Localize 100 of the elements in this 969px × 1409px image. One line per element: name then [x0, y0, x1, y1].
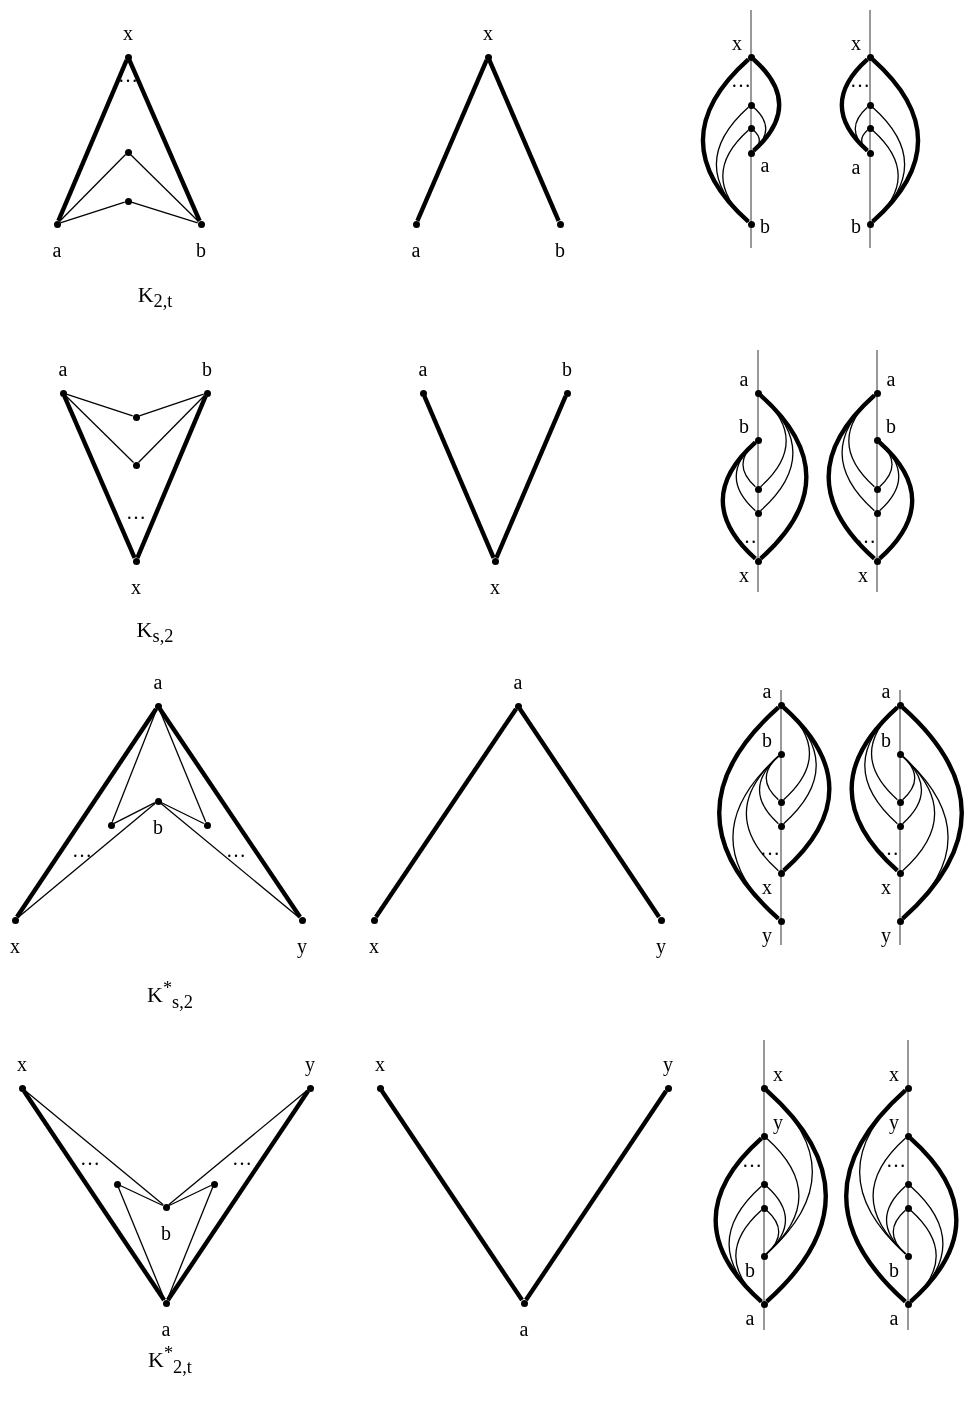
vertex-label: x [732, 33, 742, 53]
vertex-label: x [858, 565, 868, 585]
vertex-label: a [58, 359, 68, 379]
graph-edge [58, 153, 127, 223]
graph-edge [717, 705, 780, 921]
graph-edge [415, 59, 489, 222]
graph-edge [722, 129, 750, 223]
graph-edge [127, 59, 202, 222]
vertex-label: b [745, 1260, 755, 1280]
graph-edge [117, 1186, 166, 1301]
vertex-label: a [881, 681, 891, 701]
ellipsis-mark: … [742, 1149, 762, 1171]
graph-edge [24, 1089, 164, 1206]
vertex-label: b [555, 240, 565, 260]
graph-edge [735, 1209, 763, 1303]
ellipsis-mark: … [886, 1149, 906, 1171]
vertex-label: y [889, 1112, 899, 1132]
graph-edge [901, 755, 949, 920]
vertex-label: y [881, 925, 891, 945]
graph-edge [166, 1089, 310, 1302]
vertex-label: x [739, 565, 749, 585]
graph-edge [844, 1088, 907, 1304]
graph-edge [65, 393, 134, 417]
graph-caption: K$_{s,2}$ [136, 618, 174, 648]
graph-edge [137, 394, 206, 464]
graph-edge [518, 707, 661, 919]
ellipsis-mark: … [850, 69, 870, 91]
graph-edge [158, 708, 207, 823]
graph-edge [871, 129, 899, 223]
vertex-label: a [851, 157, 861, 177]
ellipsis-mark: … [126, 501, 146, 523]
graph-edge [909, 1209, 937, 1303]
ellipsis-mark: … [118, 64, 138, 86]
graph-edge [168, 1089, 308, 1206]
vertex-label: x [369, 936, 379, 956]
vertex-label: a [762, 681, 772, 701]
vertex-label: x [483, 23, 493, 43]
vertex-label: x [10, 936, 20, 956]
vertex-label: y [656, 936, 666, 956]
vertex-label: b [760, 216, 770, 236]
vertex-label: a [519, 1319, 529, 1339]
graph-edge [524, 1089, 668, 1302]
graph-edge [878, 440, 915, 561]
graph-edge [720, 440, 757, 561]
graph-caption: K$_{2,t}$ [137, 283, 173, 313]
graph-edge [782, 705, 832, 873]
graph-edge [841, 394, 876, 512]
graph-edge [864, 706, 899, 825]
vertex-label: a [52, 240, 62, 260]
graph-edge [871, 57, 921, 224]
graph-edge [160, 802, 300, 919]
vertex-label: a [418, 359, 428, 379]
graph-edge [160, 801, 205, 825]
vertex-label: a [513, 672, 523, 692]
vertex-label: b [161, 1223, 171, 1243]
graph-edge [422, 395, 496, 559]
graph-edge [119, 1184, 164, 1207]
vertex-label: x [881, 877, 891, 897]
vertex-label: y [297, 936, 307, 956]
graph-edge [487, 59, 561, 222]
ellipsis-mark: … [232, 1147, 252, 1169]
vertex-label: x [490, 577, 500, 597]
vertex-label: a [889, 1308, 899, 1328]
vertex-label: y [762, 925, 772, 945]
vertex-label: x [762, 877, 772, 897]
graph-edge [22, 1089, 166, 1302]
graph-edge [782, 706, 817, 825]
vertex-label: a [411, 240, 421, 260]
vertex-label: b [762, 730, 772, 750]
vertex-label: b [562, 359, 572, 379]
graph-edge [56, 59, 129, 222]
graph-edge [494, 395, 568, 559]
graph-edge [878, 441, 900, 512]
graph-edge [59, 201, 126, 224]
graph-edge [700, 57, 750, 224]
graph-edge [909, 1136, 959, 1304]
graph-edge [752, 57, 782, 153]
vertex-label: a [153, 672, 163, 692]
vertex-label: x [375, 1054, 385, 1074]
vertex-label: y [773, 1112, 783, 1132]
graph-edge [17, 802, 156, 919]
graph-edge [135, 395, 208, 559]
vertex-label: a [886, 369, 896, 389]
graph-edge [111, 708, 158, 823]
graph-edge [168, 1184, 212, 1207]
vertex-label: x [123, 23, 133, 43]
graph-edge [861, 129, 869, 152]
graph-edge [130, 201, 199, 224]
graph-edge [735, 441, 757, 512]
vertex-label: x [889, 1064, 899, 1084]
graph-edge [892, 1209, 907, 1255]
vertex-label: b [851, 216, 861, 236]
ellipsis-mark: … [72, 839, 92, 861]
graph-edge [15, 707, 158, 919]
graph-edge [759, 394, 794, 512]
graph-edge [166, 1186, 214, 1301]
vertex-label: x [131, 577, 141, 597]
vertex-label: y [663, 1054, 673, 1074]
vertex-label: a [760, 155, 770, 175]
graph-edge [901, 705, 964, 921]
